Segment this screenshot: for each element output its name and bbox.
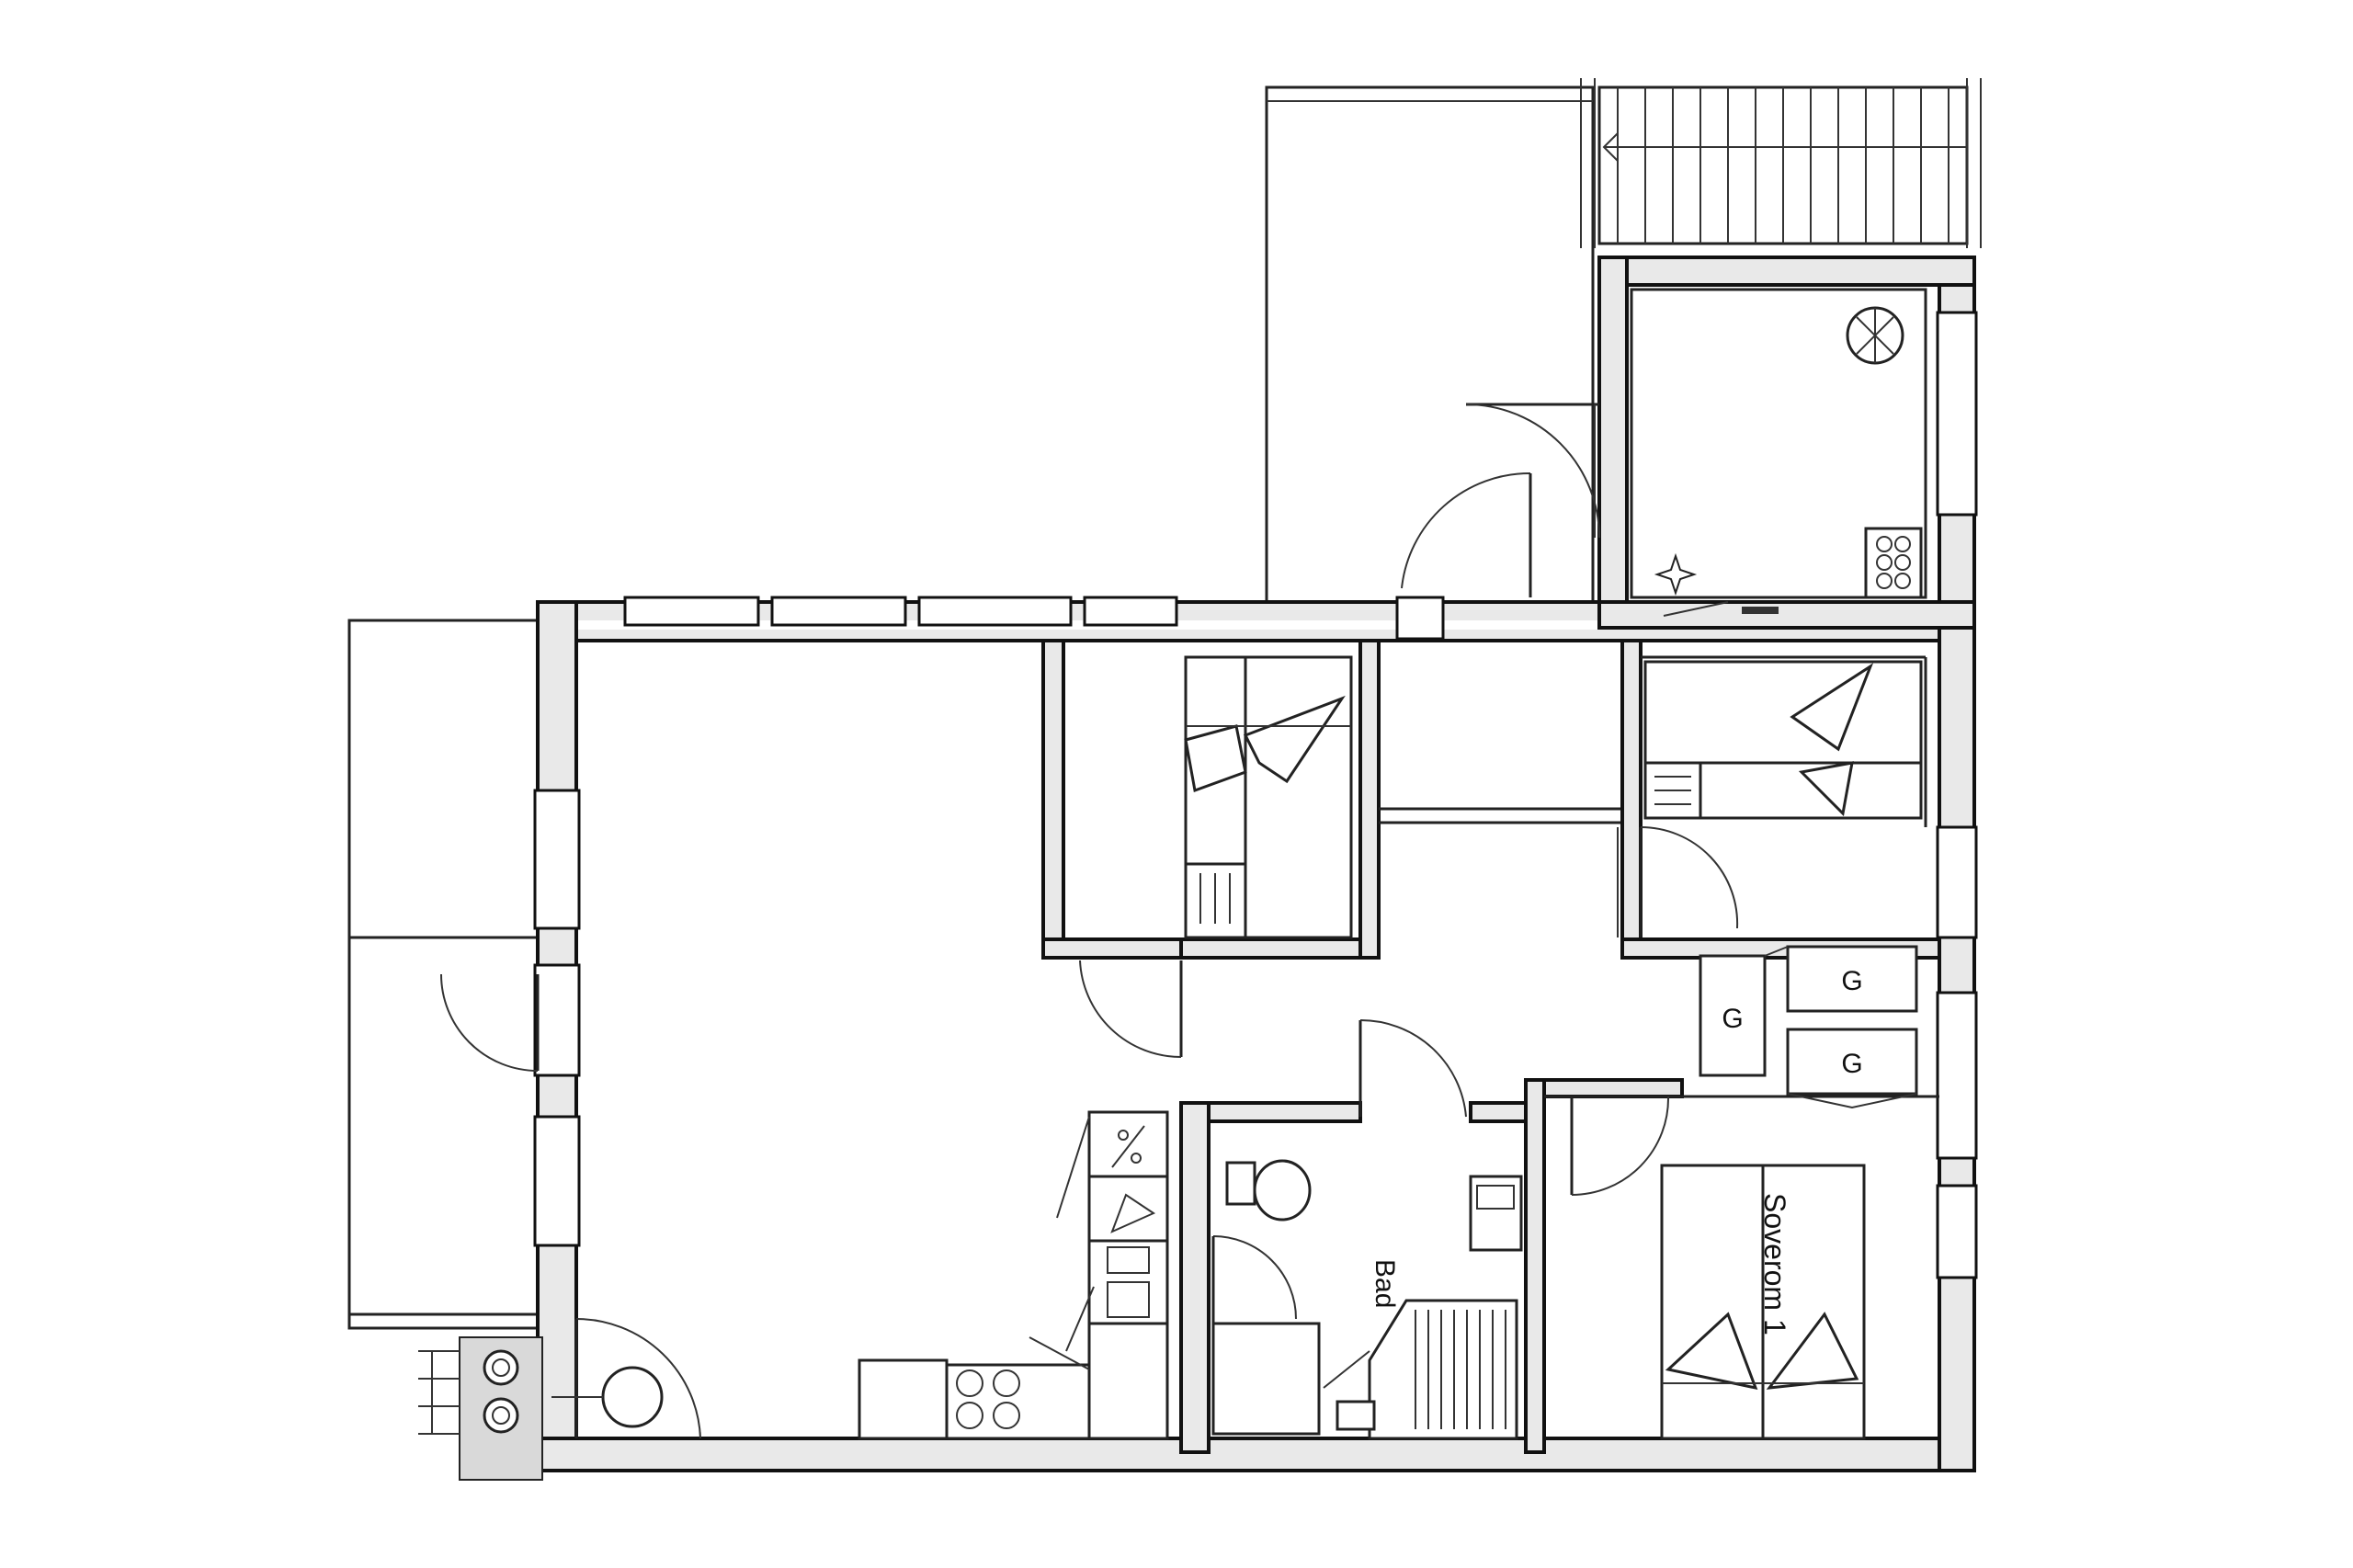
- closet-mark-1: G: [1722, 1004, 1743, 1034]
- bedroom-2-door: [1617, 825, 1739, 937]
- bedroom-1-bed: [1660, 1164, 1866, 1440]
- room-label-bath: Bad: [1370, 1259, 1400, 1308]
- closets: [1699, 945, 1918, 1109]
- closet-mark-3: G: [1841, 1049, 1862, 1079]
- entry-step: [418, 1336, 543, 1481]
- closet-mark-2: G: [1841, 966, 1862, 996]
- bunk-room-door: [1079, 960, 1183, 1059]
- utility-room: [1630, 288, 1927, 617]
- utility-door: [1401, 403, 1600, 597]
- kitchen: [858, 1110, 1169, 1440]
- room-label-bedroom-1: Soverom 1: [1758, 1193, 1791, 1335]
- balcony-door: [440, 973, 540, 1072]
- left-balcony: [347, 619, 544, 1330]
- upper-terrace: [1265, 85, 1595, 604]
- bedroom-1-door: [1570, 1096, 1670, 1196]
- top-windows: [623, 596, 1445, 641]
- bedroom-2-beds: [1643, 660, 1923, 820]
- left-windows: [533, 789, 581, 1247]
- interior-walls: [1041, 639, 1941, 1454]
- staircase: [1580, 78, 1982, 248]
- right-windows: [1936, 311, 1978, 1279]
- entrance-door: [551, 1318, 701, 1439]
- bunk-bed-room: [1184, 655, 1353, 939]
- bathroom: [1211, 1018, 1523, 1440]
